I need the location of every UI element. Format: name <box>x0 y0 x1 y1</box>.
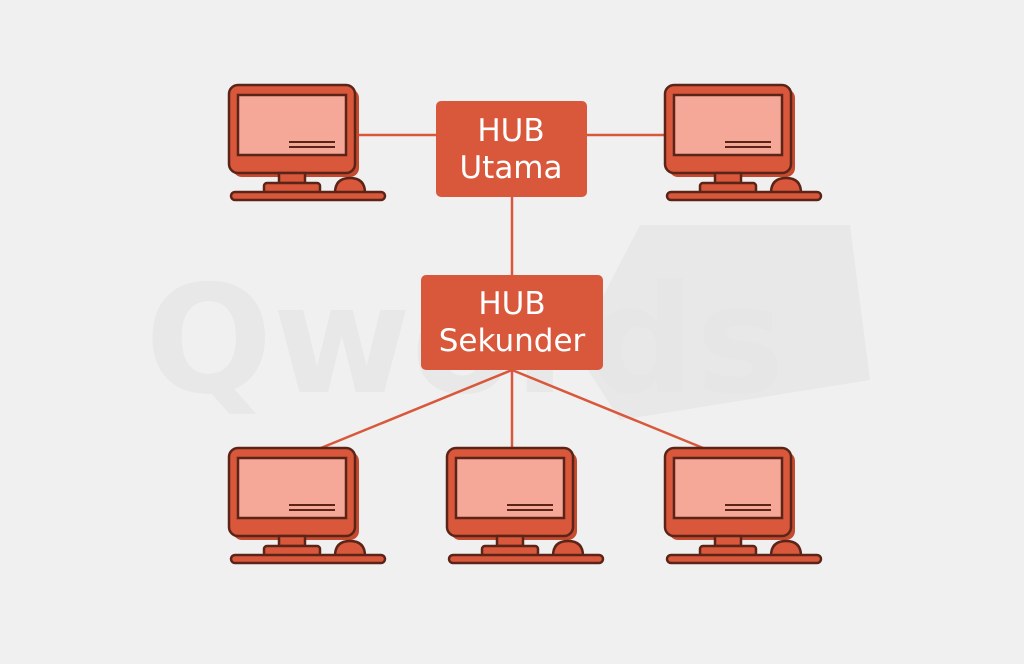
hub-primary: HUB Utama <box>436 101 587 197</box>
hub-secondary-line2: Sekunder <box>439 323 586 359</box>
computer-bottom-right <box>663 446 823 565</box>
computer-top-right <box>663 83 823 202</box>
watermark-logo-icon <box>575 225 870 420</box>
hub-secondary: HUB Sekunder <box>421 275 603 370</box>
computer-top-left <box>227 83 387 202</box>
link-secondary-bottom-left <box>315 368 513 452</box>
link-secondary-bottom-right <box>511 368 709 452</box>
hub-primary-line2: Utama <box>459 150 562 186</box>
hub-primary-line1: HUB <box>477 113 544 149</box>
computer-bottom-center <box>445 446 605 565</box>
computer-bottom-left <box>227 446 387 565</box>
hub-secondary-line1: HUB <box>478 286 545 322</box>
connection-lines <box>315 133 709 452</box>
